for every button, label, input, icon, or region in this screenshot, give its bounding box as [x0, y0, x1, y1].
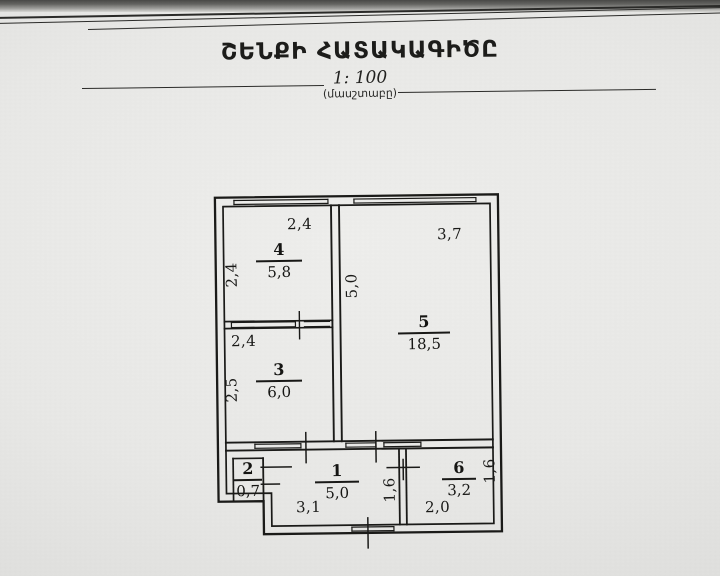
room-4-area: 5,8 [267, 262, 292, 281]
room-label-5: 5 18,5 [397, 311, 451, 353]
opening-mid-wall-b [345, 442, 377, 448]
room-2-area: 0,7 [236, 481, 261, 500]
room-label-3: 3 6,0 [255, 359, 303, 401]
room-1-area: 5,0 [325, 483, 350, 502]
window-room5-top [353, 196, 477, 204]
outer-wall-inner-face [222, 202, 495, 527]
room-label-4: 4 5,8 [255, 239, 303, 281]
dim-room1-width-bottom: 3,1 [295, 497, 322, 517]
door-room4-room3 [230, 321, 297, 329]
opening-bottom-wall [351, 525, 395, 532]
room-label-2: 2 0,7 [233, 458, 263, 500]
wall-corridor-room6-b [405, 447, 408, 526]
window-room4-top [233, 198, 329, 206]
room-1-number: 1 [331, 460, 343, 481]
wall-vertical-center-b [338, 204, 343, 443]
door-tick-marks [260, 431, 420, 549]
dim-room3-width-top: 2,4 [230, 331, 257, 351]
outer-wall-outline [213, 193, 504, 536]
room-6-number: 6 [453, 457, 465, 478]
wall-corridor-room6 [398, 447, 401, 526]
wall-room4-room3-b [223, 326, 334, 330]
dim-room4-width-top: 2,4 [286, 214, 313, 234]
room-3-number: 3 [273, 359, 285, 380]
wall-room2-box-b [232, 457, 235, 503]
dim-room6-height-right: 1,6 [480, 458, 499, 484]
room-3-area: 6,0 [267, 382, 292, 401]
room-label-6: 6 3,2 [441, 457, 477, 499]
dim-room3-height-left: 2,5 [222, 377, 241, 403]
dim-corridor-height: 1,6 [380, 477, 399, 503]
room-2-number: 2 [242, 458, 254, 479]
dim-room5-width-top: 3,7 [436, 224, 463, 244]
room-6-area: 3,2 [447, 480, 472, 499]
opening-mid-wall-c [383, 441, 422, 448]
wall-room4-room3 [223, 319, 334, 323]
dim-room4-height-left: 2,4 [222, 262, 241, 288]
wall-horizontal-mid [224, 438, 494, 444]
opening-mid-wall-a [254, 443, 302, 449]
door-opening-room3-right [303, 320, 331, 328]
dim-room6-width-bottom: 2,0 [424, 497, 451, 517]
room-label-1: 1 5,0 [314, 460, 360, 502]
room-5-area: 18,5 [407, 334, 442, 353]
room-4-number: 4 [273, 239, 285, 260]
dim-room5-height-left: 5,0 [342, 273, 361, 299]
wall-room2-right [262, 457, 265, 503]
wall-vertical-center [330, 204, 335, 443]
room-5-number: 5 [418, 311, 430, 332]
wall-horizontal-mid-b [225, 446, 494, 452]
